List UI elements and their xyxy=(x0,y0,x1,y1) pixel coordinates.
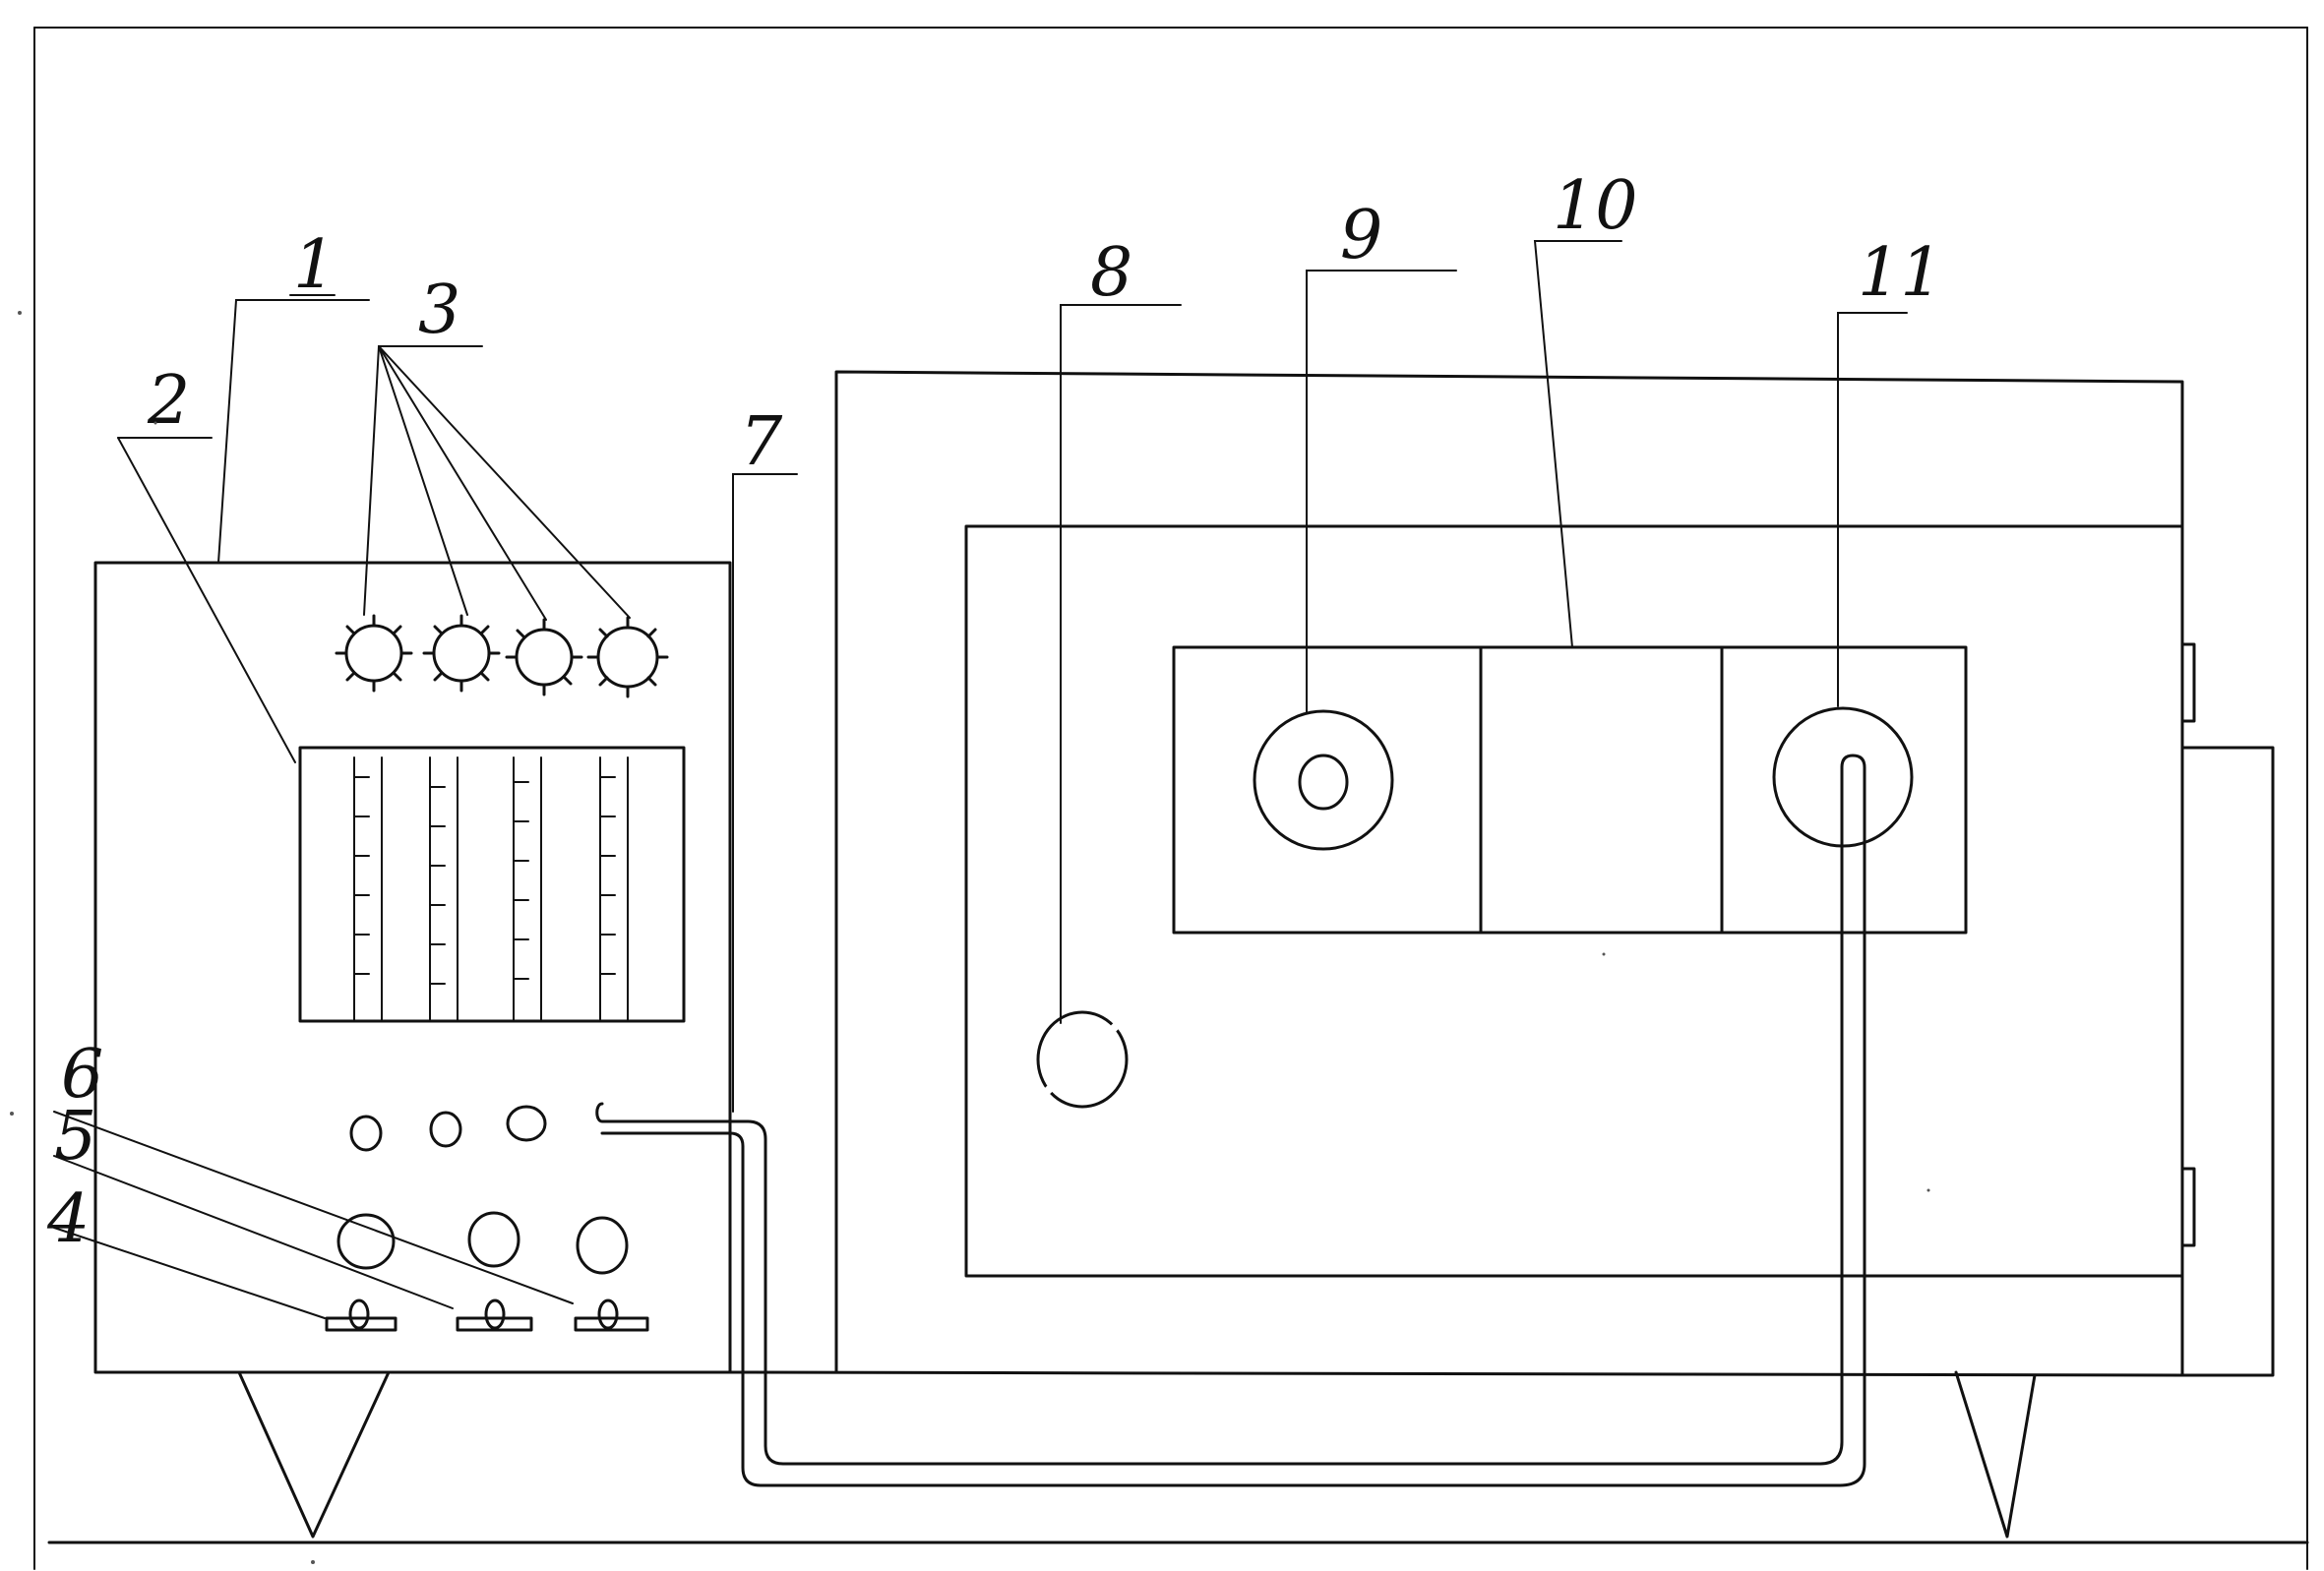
knob-2 xyxy=(422,614,501,693)
outer-frame xyxy=(33,27,2309,1570)
label-8: 8 xyxy=(1090,234,1132,312)
valve-handle xyxy=(1034,1009,1133,1109)
control-unit-housing xyxy=(93,561,732,1539)
label-5: 5 xyxy=(54,1098,96,1176)
indicator-sockets xyxy=(349,1105,547,1152)
label-4: 4 xyxy=(46,1180,90,1258)
label-6: 6 xyxy=(61,1036,103,1114)
window-port xyxy=(1253,709,1394,851)
knob-4 xyxy=(586,616,669,698)
label-1: 1 xyxy=(293,226,336,304)
toggle-switches xyxy=(325,1299,649,1332)
scale-panel xyxy=(298,746,686,1023)
sample-holder-block xyxy=(1172,645,1968,935)
label-7: 7 xyxy=(740,403,783,481)
leader-lines xyxy=(53,240,1908,1319)
knob-1 xyxy=(335,614,413,693)
label-3: 3 xyxy=(418,272,460,349)
knob-3 xyxy=(505,618,583,696)
adjuster-knobs xyxy=(336,1211,629,1275)
connecting-hose xyxy=(595,754,1866,1487)
rotary-knobs xyxy=(335,614,669,698)
label-10: 10 xyxy=(1553,167,1638,245)
part-labels: 1 3 2 7 8 9 10 11 6 5 4 xyxy=(46,167,1943,1258)
label-2: 2 xyxy=(147,362,190,440)
chamber-housing xyxy=(728,370,2275,1539)
label-11: 11 xyxy=(1858,234,1943,312)
scan-specks xyxy=(10,311,1930,1564)
label-9: 9 xyxy=(1340,197,1382,274)
